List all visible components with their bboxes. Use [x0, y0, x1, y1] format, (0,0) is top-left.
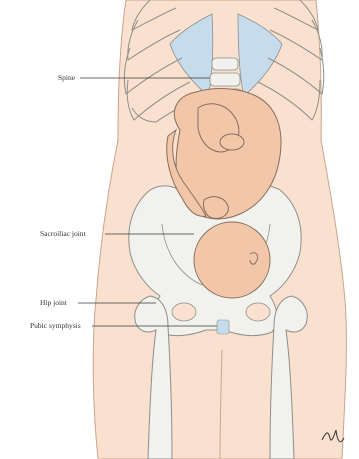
- fetus-foot: [220, 134, 244, 150]
- fetus-head: [194, 222, 270, 298]
- vertebra-1: [212, 58, 238, 70]
- label-pubic-symphysis: Pubic symphysis: [30, 322, 81, 330]
- vertebra-2: [210, 73, 240, 86]
- label-spine: Spine: [58, 74, 75, 82]
- label-sacroiliac-joint: Sacroiliac joint: [40, 230, 86, 238]
- obturator-foramen-right: [246, 303, 270, 321]
- pubic-symphysis-cartilage: [217, 320, 229, 334]
- label-hip-joint: Hip joint: [40, 299, 67, 307]
- obturator-foramen-left: [172, 303, 196, 321]
